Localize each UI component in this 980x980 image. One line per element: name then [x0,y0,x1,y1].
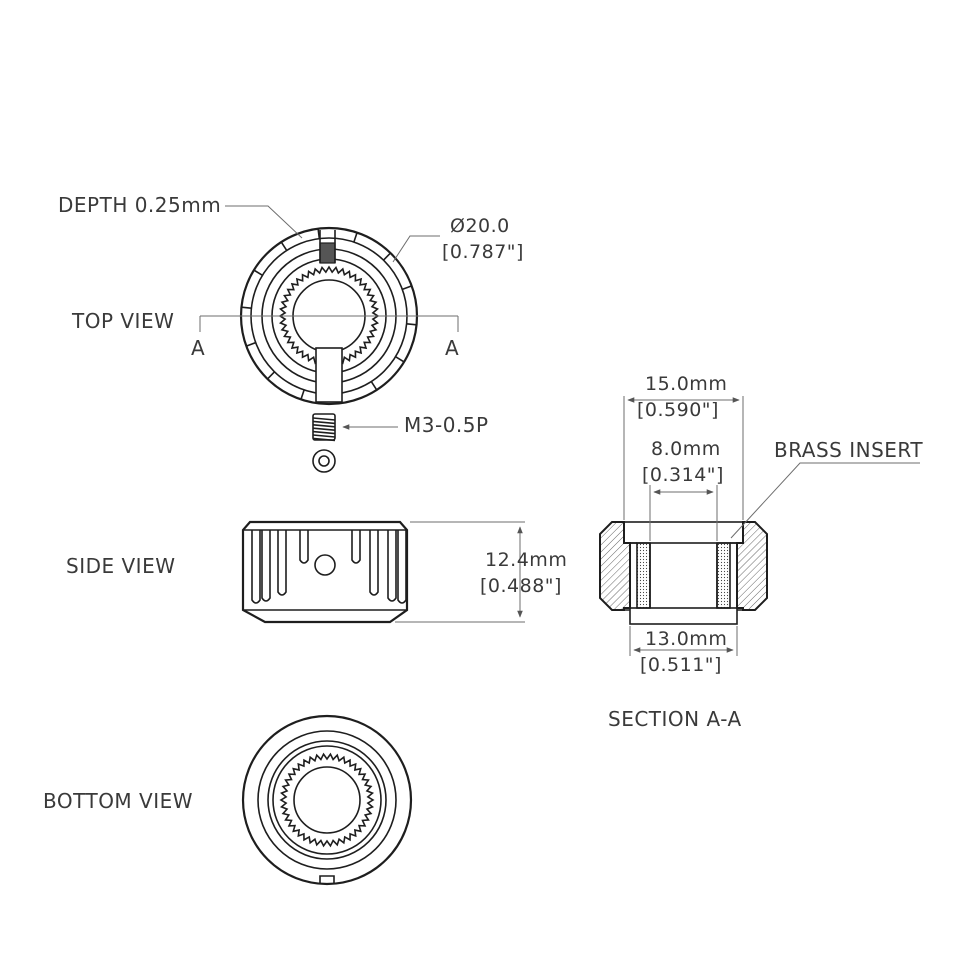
side-view-flutes [251,530,407,604]
height-inch-label: [0.488"] [480,575,562,597]
top-view [199,205,459,406]
height-label: 12.4mm [485,549,567,571]
rim-flute [253,269,263,276]
rim-flute [300,389,305,400]
rim-flute [241,306,252,310]
side-flute [261,530,271,602]
rim-flute [370,381,378,391]
bottom-spline [279,752,375,848]
screw-label: M3-0.5P [404,413,489,437]
side-flute [277,530,287,596]
rim-flute [353,232,358,243]
section-right-wall [736,521,768,611]
brass-insert-left [636,542,651,609]
thread-line [312,420,336,425]
bore-label: 8.0mm [651,438,721,460]
rim-flute [317,228,321,239]
bottom-view [241,714,413,886]
set-screw [312,413,398,473]
rim-flute [402,285,412,291]
top-width-label: 15.0mm [645,373,727,395]
diameter-label: Ø20.0 [450,215,510,237]
rim-flute [266,371,276,380]
side-flute [251,530,261,604]
depth-label: DEPTH 0.25mm [58,193,221,217]
side-view-screw-hole [314,554,336,576]
section-mark-right: A [445,336,459,360]
rim-flute [382,252,392,261]
set-screw-end-view [312,449,336,473]
side-flute [387,530,397,602]
rim-flute [406,322,417,326]
side-flute [299,530,309,564]
bore-inch-label: [0.314"] [642,464,724,486]
brass-insert-label: BRASS INSERT [774,438,923,462]
bottom-view-bore [293,766,361,834]
side-flute [397,530,407,604]
section-left-wall [599,521,631,611]
rim-flute [246,341,256,347]
thread-line [312,437,336,442]
section-mark-left: A [191,336,205,360]
side-view [241,520,525,624]
side-flute [351,530,361,564]
thread-line [312,434,336,438]
top-view-label: TOP VIEW [71,309,174,333]
section-a-a [599,396,920,656]
thread-line [312,424,336,428]
bottom-view-label: BOTTOM VIEW [43,789,193,813]
diameter-inch-label: [0.787"] [442,241,524,263]
side-view-label: SIDE VIEW [66,554,175,578]
thread-line [312,427,336,431]
top-width-inch-label: [0.590"] [637,399,719,421]
depth-slot-mark [319,242,336,264]
side-flute [369,530,379,596]
thread-line [312,417,336,421]
thread-line [312,430,336,435]
section-view-label: SECTION A-A [608,707,742,731]
rim-flute [280,241,288,251]
bottom-width-label: 13.0mm [645,628,727,650]
top-view-rim-flutes [241,228,417,404]
set-screw-channel [315,347,343,403]
rim-flute [395,356,405,363]
brass-insert-right [716,542,731,609]
bottom-width-inch-label: [0.511"] [640,654,722,676]
bottom-view-spline-teeth [279,752,375,848]
set-screw-threads [312,417,336,442]
